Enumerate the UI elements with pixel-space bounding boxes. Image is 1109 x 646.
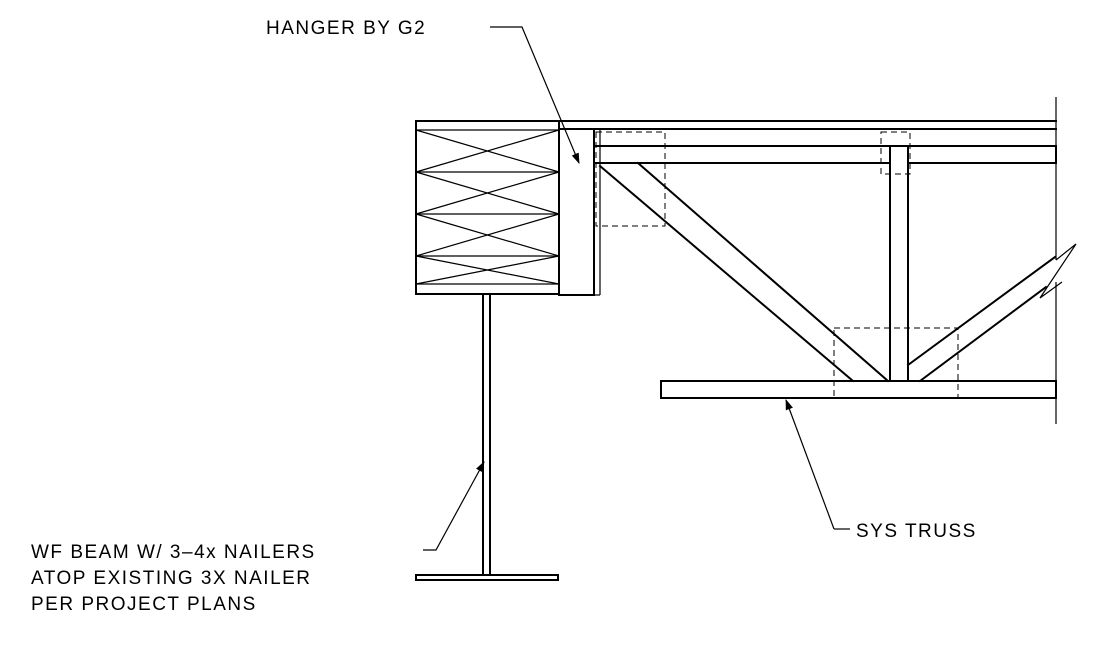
truss-hanger (558, 128, 601, 296)
truss-bottom-chord (660, 380, 1057, 399)
wf-beam (415, 293, 559, 581)
truss-top-chord (415, 120, 1057, 164)
label-beam-line2: ATOP EXISTING 3X NAILER (31, 568, 312, 589)
truss-vertical-web (889, 145, 909, 382)
label-beam-line1: WF BEAM W/ 3–4x NAILERS (31, 542, 316, 563)
leader-beam (423, 461, 485, 551)
nailer-block (415, 120, 560, 295)
break-line (1039, 97, 1077, 424)
label-beam-line3: PER PROJECT PLANS (31, 594, 257, 615)
label-truss: SYS TRUSS (856, 521, 977, 542)
label-hanger: HANGER BY G2 (266, 18, 426, 39)
leader-hanger (490, 26, 580, 164)
gusset-plates (595, 131, 959, 399)
leader-truss (785, 398, 850, 530)
truss-right-web (906, 255, 1057, 383)
truss-diagonal-web (598, 161, 890, 383)
